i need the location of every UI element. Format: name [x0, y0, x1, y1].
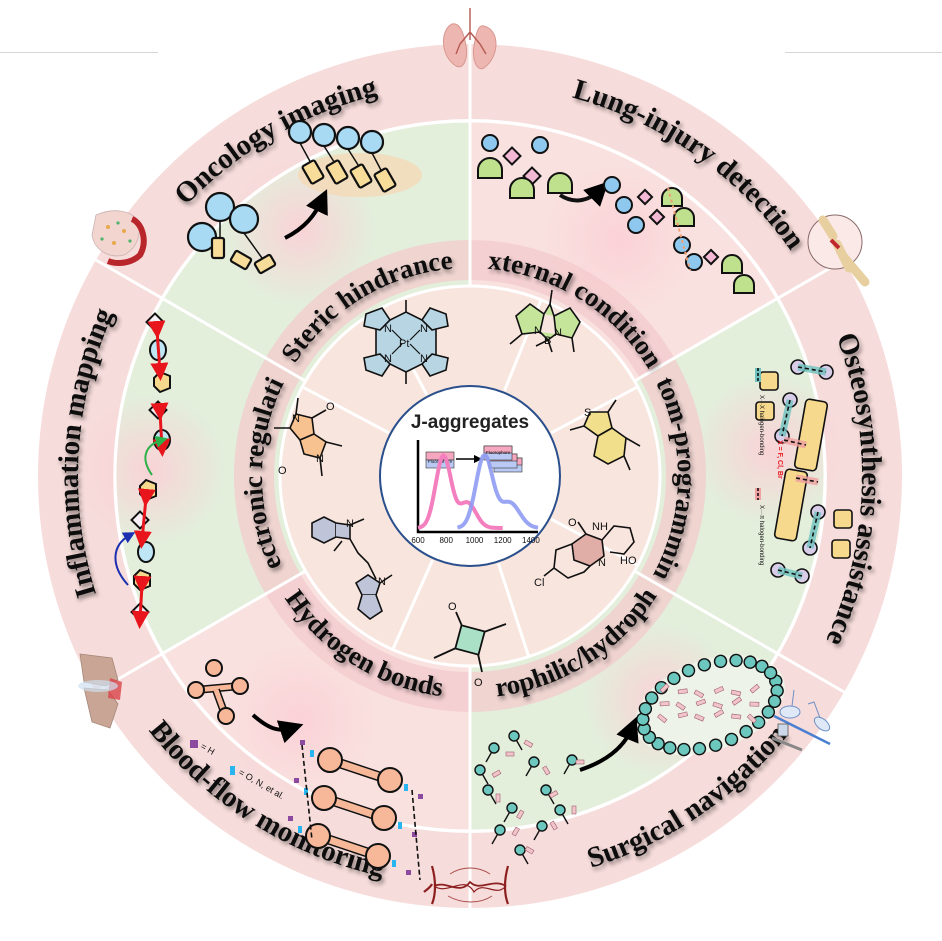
quinazolinone-molecule: O NH N HO Cl: [534, 517, 637, 589]
bone-fracture-icon: [807, 214, 870, 287]
atom-label: O: [278, 465, 287, 477]
halogen-xpi-legend: X···π halogen-bonding: [758, 505, 764, 566]
atom-label: HO: [620, 555, 637, 567]
atom-label: Pt: [399, 338, 409, 350]
atom-label: Cl: [534, 577, 544, 589]
atom-label: N: [292, 413, 300, 425]
atom-label: B: [544, 335, 551, 347]
segment-divider: [633, 569, 845, 694]
atom-label: N: [598, 557, 606, 569]
hydrophilic-hydrophobic-illustration: [474, 653, 785, 865]
atom-label: N: [420, 353, 428, 365]
aggregate-peak: [457, 452, 539, 530]
segment-divider: [95, 258, 307, 383]
x-tick-label: 600: [411, 536, 425, 545]
atom-label: NH: [592, 521, 608, 533]
h-atom-legend-swatch: [190, 740, 198, 748]
atom-label: N: [378, 576, 386, 588]
atom-label: O: [448, 601, 457, 613]
electronic-regulation-illustration: [114, 312, 171, 629]
spectrum-axes: [416, 440, 538, 534]
molecule-divider: [550, 385, 639, 435]
fluorophore-aggregate: Fluorophore: [483, 445, 523, 473]
atom-label: O: [474, 677, 483, 689]
halogen-xx-legend: X···X halogen-bonding: [758, 395, 764, 455]
atom-label: N: [316, 453, 324, 465]
monomer-peak: [417, 452, 503, 530]
squaraine-molecule: O O: [433, 601, 507, 689]
external-conditions-illustration: [477, 134, 755, 294]
dpp-molecule: N O N O: [274, 397, 343, 477]
atom-label: S: [584, 407, 591, 419]
ono-atom-legend-swatch: [230, 766, 235, 775]
blood-vessel-network-icon: [423, 865, 510, 905]
atom-label: N: [554, 327, 562, 339]
steric-hindrance-illustration: [186, 119, 422, 275]
lungs-icon: [443, 8, 497, 70]
surgical-lamp-icon: [771, 689, 831, 752]
center-panel: J-aggregates Fluorophore Fluorophore 600…: [379, 385, 561, 567]
header-rule-left: [0, 52, 158, 53]
molecule-divider: [391, 559, 434, 651]
tumor-tissue-icon: [91, 210, 147, 266]
atom-label: N: [346, 518, 354, 530]
molecule-divider: [301, 385, 390, 435]
aggregate-label: Fluorophore: [486, 450, 511, 455]
atom-label: O: [326, 401, 335, 413]
x-tick-label: 1000: [466, 536, 484, 545]
atom-label: N: [420, 323, 428, 335]
atom-label: O: [568, 517, 577, 529]
segment-divider: [95, 569, 307, 694]
knee-joint-icon: [78, 653, 122, 729]
cyanine-molecule: N N: [311, 516, 393, 620]
wavelength-axis-ticks: 600 800 1000 1200 1400: [411, 536, 540, 545]
x-tick-label: 1200: [494, 536, 512, 545]
molecule-divider: [497, 563, 531, 658]
segment-divider: [633, 258, 845, 383]
pt-porphyrin-molecule: N N N N Pt: [363, 300, 449, 384]
hydrogen-bonds-illustration: = H = O, N, et al.: [187, 659, 423, 881]
atom-label: N: [384, 323, 392, 335]
atom-label: N: [384, 353, 392, 365]
atom-label: N: [534, 325, 542, 337]
header-rule-right: [785, 52, 942, 53]
benzothiophene-molecule: S: [569, 399, 641, 471]
halogen-x-definition: X = F, Cl, Br: [776, 440, 783, 479]
bodipy-molecule: N B N: [509, 289, 581, 353]
x-tick-label: 800: [440, 536, 454, 545]
center-title: J-aggregates: [411, 412, 529, 433]
atom-programming-illustration: X···X halogen-bonding X···π halogen-bond…: [755, 359, 853, 584]
x-tick-label: 1400: [522, 536, 540, 545]
